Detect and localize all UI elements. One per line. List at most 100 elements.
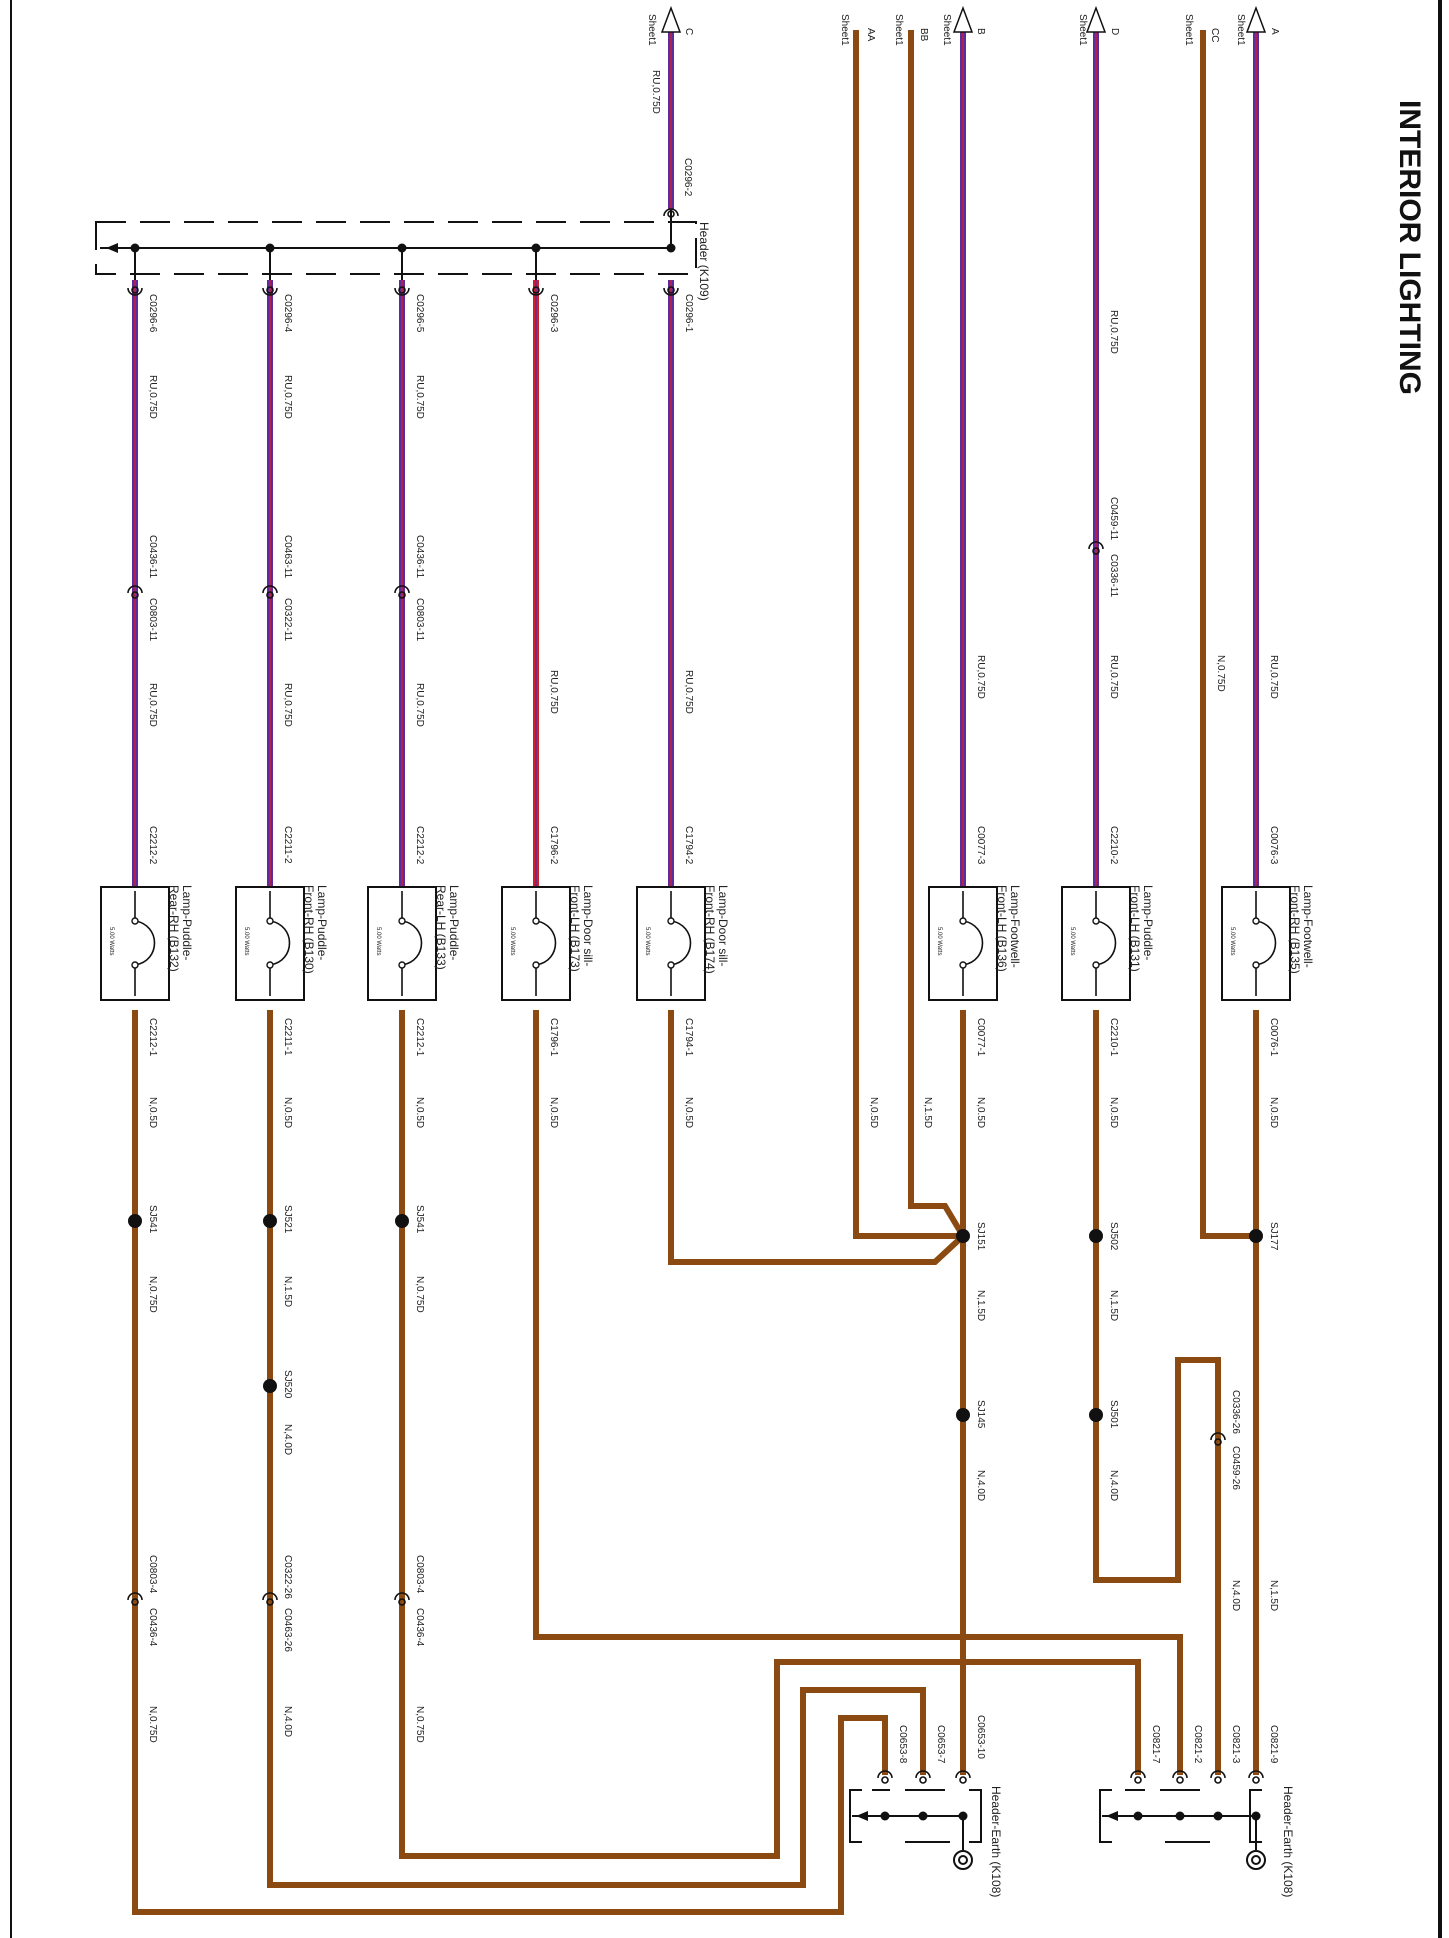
power-wires (132, 30, 1259, 895)
svg-text:C2212-1: C2212-1 (414, 1018, 425, 1057)
svg-text:N,1.5D: N,1.5D (1268, 1580, 1279, 1611)
svg-text:C0463-26: C0463-26 (282, 1608, 293, 1652)
svg-text:A: A (1269, 28, 1280, 35)
svg-text:Sheet1: Sheet1 (839, 14, 850, 46)
svg-text:N,4.0D: N,4.0D (282, 1424, 293, 1455)
lamp-6: 5.00 Watts Lamp-Puddle-Front-LH (B131) (1061, 885, 1155, 1001)
svg-text:C0463-11: C0463-11 (282, 535, 293, 579)
svg-text:N,0.75D: N,0.75D (414, 1276, 425, 1313)
wire-b174-ground (668, 1010, 966, 1265)
svg-text:C0436-11: C0436-11 (147, 535, 158, 579)
lamp-2: 5.00 Watts Lamp-Puddle-Rear-LH (B133) (367, 885, 461, 1001)
lamp-watts: 5.00 Watts (1229, 927, 1235, 955)
lamp-watts: 5.00 Watts (108, 927, 114, 955)
lamp-name-line1: Lamp-Puddle- (1141, 885, 1155, 960)
svg-text:C2210-2: C2210-2 (1108, 826, 1119, 865)
lamp-name-line2: Front-RH (B174) (703, 885, 717, 974)
svg-text:N,0.75D: N,0.75D (414, 1706, 425, 1743)
lamp-bulb-icon (670, 891, 692, 996)
inline-connectors (127, 208, 1264, 1784)
svg-text:N,1.5D: N,1.5D (922, 1097, 933, 1128)
svg-text:C0296-4: C0296-4 (282, 294, 293, 333)
splice-dots (128, 1214, 1263, 1422)
wire-aa-ground (853, 30, 963, 1239)
earth-ground-icon (953, 1850, 973, 1870)
lamp-4: 5.00 Watts Lamp-Door sill-Front-RH (B174) (636, 885, 730, 1001)
svg-text:Sheet1: Sheet1 (1183, 14, 1194, 46)
svg-text:C0076-1: C0076-1 (1268, 1018, 1279, 1057)
svg-text:C0076-3: C0076-3 (1268, 826, 1279, 865)
svg-text:RU,0.75D: RU,0.75D (1108, 655, 1119, 699)
svg-text:C0803-11: C0803-11 (147, 598, 158, 642)
svg-text:N,4.0D: N,4.0D (282, 1706, 293, 1737)
svg-text:RU,0.75D: RU,0.75D (147, 375, 158, 419)
lamp-name-line2: Front-RH (B130) (302, 885, 316, 974)
svg-text:N,0.5D: N,0.5D (282, 1097, 293, 1128)
svg-text:C0653-10: C0653-10 (975, 1715, 986, 1759)
svg-text:C0821-2: C0821-2 (1192, 1725, 1203, 1764)
lamp-name-line1: Lamp-Door sill- (581, 885, 595, 966)
svg-text:Sheet1: Sheet1 (893, 14, 904, 46)
svg-text:N,0.75D: N,0.75D (147, 1706, 158, 1743)
lamp-watts: 5.00 Watts (1069, 927, 1075, 955)
svg-text:RU,0.75D: RU,0.75D (147, 683, 158, 727)
lamp-watts: 5.00 Watts (243, 927, 249, 955)
svg-text:C0803-4: C0803-4 (414, 1555, 425, 1594)
svg-text:N,0.5D: N,0.5D (1108, 1097, 1119, 1128)
lamp-name-line1: Lamp-Door sill- (716, 885, 730, 966)
svg-text:C0653-8: C0653-8 (897, 1725, 908, 1764)
svg-text:C0336-11: C0336-11 (1108, 554, 1119, 598)
svg-text:N,0.75D: N,0.75D (147, 1276, 158, 1313)
lamp-watts: 5.00 Watts (509, 927, 515, 955)
lamp-name-line1: Lamp-Puddle- (447, 885, 461, 960)
svg-text:Sheet1: Sheet1 (941, 14, 952, 46)
lamp-bulb-icon (401, 891, 423, 996)
svg-text:C0821-3: C0821-3 (1230, 1725, 1241, 1764)
svg-text:C2210-1: C2210-1 (1108, 1018, 1119, 1057)
lamp-name-line2: Front-LH (B131) (1128, 885, 1142, 972)
lamp-name-line2: Rear-LH (B133) (434, 885, 448, 970)
svg-text:N,0.75D: N,0.75D (1215, 655, 1226, 692)
lamp-bulb-icon (269, 891, 291, 996)
svg-text:C2211-2: C2211-2 (282, 826, 293, 864)
svg-text:C1794-2: C1794-2 (683, 826, 694, 865)
svg-text:C0459-11: C0459-11 (1108, 497, 1119, 541)
lamp-name-line1: Lamp-Footwell- (1008, 885, 1022, 968)
svg-text:RU,0.75D: RU,0.75D (1108, 310, 1119, 354)
lamp-bulb-icon (134, 891, 156, 996)
svg-text:RU,0.75D: RU,0.75D (683, 670, 694, 714)
lamp-watts: 5.00 Watts (375, 927, 381, 955)
svg-text:C0296-3: C0296-3 (548, 294, 559, 333)
svg-text:RU,0.75D: RU,0.75D (414, 683, 425, 727)
svg-text:SJ502: SJ502 (1108, 1222, 1119, 1251)
header-earth-k108-left-label: Header-Earth (K108) (989, 1786, 1003, 1897)
svg-text:SJ541: SJ541 (414, 1205, 425, 1234)
wire-labels: RU,0.75D C0296-2 C0296-6 C0296-4 C0296-5… (147, 70, 1279, 1764)
lamp-bulb-icon (535, 891, 557, 996)
svg-text:C0653-7: C0653-7 (935, 1725, 946, 1764)
wire-b130-ground (267, 1010, 926, 1888)
svg-text:C0336-26: C0336-26 (1230, 1390, 1241, 1434)
svg-text:N,4.0D: N,4.0D (1108, 1470, 1119, 1501)
svg-text:D: D (1109, 28, 1120, 35)
svg-text:N,0.5D: N,0.5D (975, 1097, 986, 1128)
svg-text:RU,0.75D: RU,0.75D (548, 670, 559, 714)
svg-text:Sheet1: Sheet1 (1235, 14, 1246, 46)
svg-text:N,1.5D: N,1.5D (975, 1290, 986, 1321)
svg-text:RU,0.75D: RU,0.75D (650, 70, 661, 114)
svg-text:Sheet1: Sheet1 (646, 14, 657, 46)
svg-text:AA: AA (865, 28, 876, 42)
wire-b132-ground (132, 1010, 888, 1915)
svg-text:N,1.5D: N,1.5D (1108, 1290, 1119, 1321)
svg-text:SJ145: SJ145 (975, 1400, 986, 1429)
lamp-watts: 5.00 Watts (644, 927, 650, 955)
svg-text:RU,0.75D: RU,0.75D (282, 683, 293, 727)
svg-text:N,0.5D: N,0.5D (683, 1097, 694, 1128)
svg-text:C2211-1: C2211-1 (282, 1018, 293, 1056)
wire-d-ground (1093, 1010, 1221, 1775)
svg-text:C0803-4: C0803-4 (147, 1555, 158, 1594)
svg-text:C2212-2: C2212-2 (147, 826, 158, 865)
